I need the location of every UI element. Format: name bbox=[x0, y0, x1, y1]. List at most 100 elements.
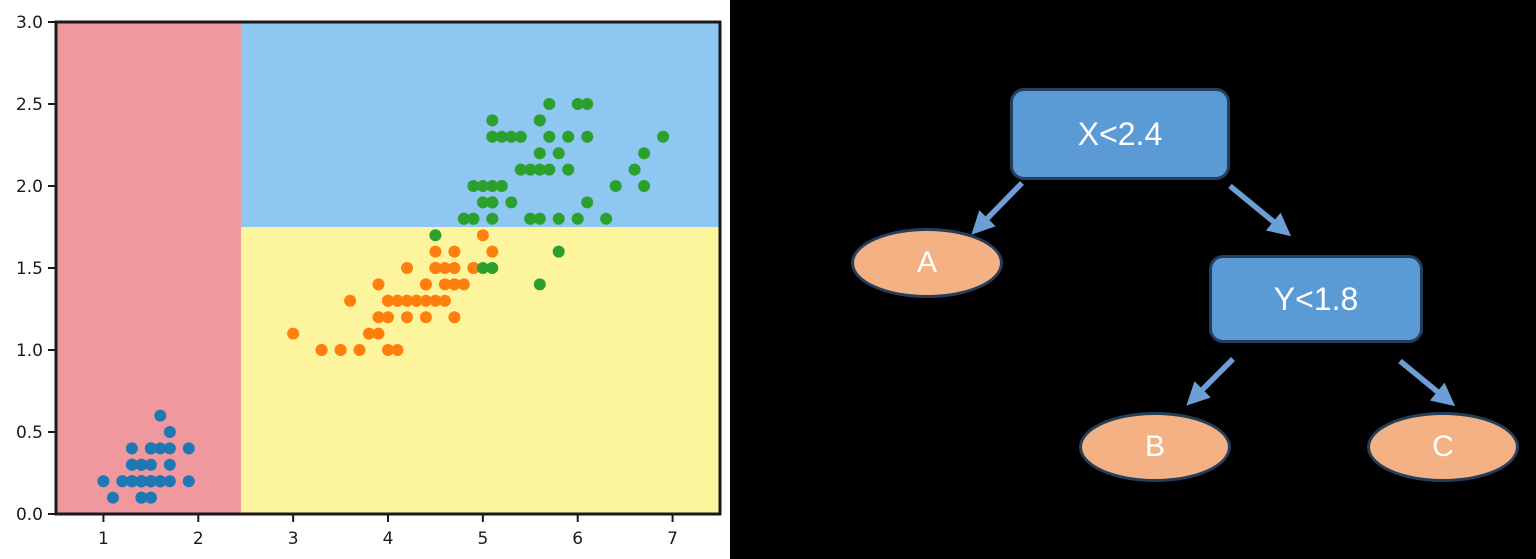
scatter-point bbox=[533, 147, 546, 160]
scatter-point bbox=[486, 130, 499, 143]
y-tick-label: 3.0 bbox=[16, 13, 43, 33]
scatter-point bbox=[609, 180, 622, 192]
scatter-point bbox=[505, 130, 518, 143]
scatter-point bbox=[581, 196, 594, 209]
scatter-point bbox=[382, 344, 394, 356]
scatter-point bbox=[562, 163, 575, 176]
tree-edge-arrow bbox=[971, 181, 1024, 235]
scatter-point bbox=[638, 147, 651, 160]
scatter-point bbox=[135, 491, 148, 504]
scatter-point bbox=[372, 327, 385, 340]
y-tick-label: 0.5 bbox=[16, 423, 43, 443]
scatter-point bbox=[438, 262, 451, 274]
y-tick-label: 0.0 bbox=[16, 505, 43, 525]
scatter-point bbox=[552, 147, 565, 160]
scatter-point bbox=[144, 442, 157, 455]
scatter-point bbox=[448, 245, 461, 258]
scatter-point bbox=[419, 294, 432, 307]
scatter-point bbox=[457, 278, 470, 291]
scatter-point bbox=[334, 344, 347, 356]
scatter-point bbox=[144, 475, 157, 488]
x-tick-label: 3 bbox=[288, 529, 299, 549]
scatter-point bbox=[476, 229, 489, 242]
scatter-point bbox=[448, 278, 461, 291]
scatter-point bbox=[448, 311, 461, 324]
scatter-point bbox=[438, 294, 451, 307]
tree-leaf-c: C bbox=[1367, 412, 1519, 482]
scatter-point bbox=[144, 458, 157, 471]
scatter-point bbox=[476, 262, 489, 274]
scatter-point bbox=[125, 442, 138, 455]
scatter-point bbox=[467, 212, 480, 225]
scatter-point bbox=[391, 344, 404, 356]
tree-edge-arrow bbox=[1228, 183, 1292, 237]
scatter-point bbox=[533, 278, 546, 291]
x-tick-label: 2 bbox=[193, 529, 204, 549]
y-tick-label: 1.5 bbox=[16, 259, 43, 279]
scatter-point bbox=[382, 294, 394, 307]
scatter-point bbox=[486, 212, 499, 225]
scatter-point bbox=[514, 163, 527, 176]
y-tick-label: 2.0 bbox=[16, 177, 43, 197]
scatter-point bbox=[429, 294, 442, 307]
tree-leaf-b: B bbox=[1079, 412, 1231, 482]
scatter-point bbox=[524, 212, 537, 225]
scatter-point bbox=[154, 409, 167, 422]
tree-edge-arrow bbox=[1186, 357, 1235, 406]
scatter-point bbox=[467, 262, 480, 274]
scatter-point bbox=[552, 212, 565, 225]
tree-leaf-a: A bbox=[851, 228, 1003, 298]
y-tick-label: 2.5 bbox=[16, 95, 43, 115]
tree-edge-arrow bbox=[1398, 358, 1456, 407]
region-bottom-yellow bbox=[240, 227, 720, 514]
scatter-point bbox=[543, 130, 556, 143]
scatter-point bbox=[182, 442, 195, 455]
scatter-point bbox=[543, 163, 556, 176]
scatter-point bbox=[163, 475, 176, 488]
scatter-point bbox=[182, 475, 195, 488]
scatter-point bbox=[106, 491, 119, 504]
scatter-point bbox=[429, 245, 442, 258]
scatter-point bbox=[524, 163, 537, 176]
scatter-point bbox=[543, 98, 556, 110]
scatter-point bbox=[163, 458, 176, 471]
cluster-B-orange bbox=[287, 212, 499, 356]
scatter-point bbox=[372, 311, 385, 324]
scatter-point bbox=[533, 163, 546, 176]
scatter-point bbox=[657, 130, 670, 143]
scatter-point bbox=[438, 278, 451, 291]
tree-leaf-a-label: A bbox=[916, 246, 937, 279]
scatter-point bbox=[135, 458, 148, 471]
scatter-point bbox=[467, 180, 480, 192]
x-tick-label: 5 bbox=[477, 529, 488, 549]
tree-node-split-y-label: Y<1.8 bbox=[1273, 280, 1359, 317]
tree-node-root-label: X<2.4 bbox=[1077, 115, 1163, 152]
tree-node-root-split-x: X<2.4 bbox=[1010, 88, 1230, 180]
scatter-point bbox=[533, 114, 546, 127]
scatter-point bbox=[344, 294, 357, 307]
scatter-point bbox=[163, 426, 176, 438]
scatter-point bbox=[401, 311, 413, 324]
scatter-point bbox=[495, 180, 508, 192]
region-top-blue bbox=[240, 22, 720, 227]
scatter-point bbox=[476, 180, 489, 192]
scatter-point bbox=[571, 212, 584, 225]
scatter-point bbox=[154, 475, 167, 488]
scatter-point bbox=[116, 475, 129, 488]
scatter-point bbox=[382, 311, 394, 324]
scatter-point bbox=[476, 196, 489, 209]
scatter-point bbox=[638, 180, 651, 192]
scatter-point bbox=[353, 344, 366, 356]
region-left-red bbox=[56, 22, 241, 514]
scatter-point bbox=[97, 475, 110, 488]
scatter-point bbox=[163, 442, 176, 455]
decision-tree-panel: X<2.4 A Y<1.8 B C bbox=[730, 0, 1536, 559]
scatter-point bbox=[581, 130, 594, 143]
tree-node-split-y: Y<1.8 bbox=[1209, 255, 1423, 343]
scatter-point bbox=[419, 278, 432, 291]
scatter-point bbox=[486, 114, 499, 127]
scatter-point bbox=[154, 442, 167, 455]
scatter-point bbox=[505, 196, 518, 209]
